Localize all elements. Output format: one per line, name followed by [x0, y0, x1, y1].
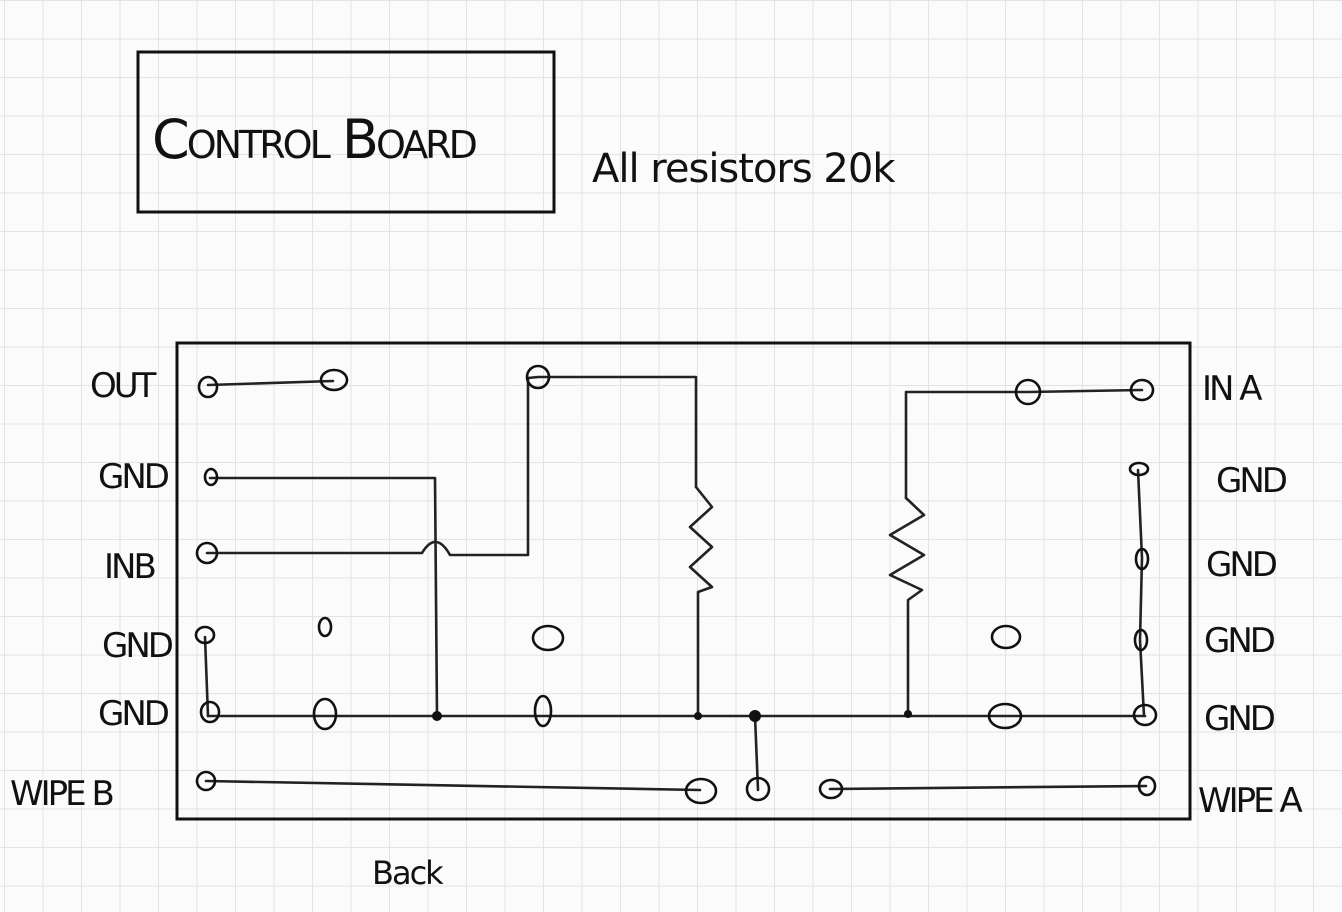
pad-gnd-right-4 [1132, 703, 1158, 727]
pad-wipe-b [195, 770, 217, 792]
pad-gnd-left-1 [203, 467, 219, 487]
right-label-wipe-a: WIPE A [1198, 781, 1302, 821]
footer-back: Back [372, 854, 444, 892]
left-labels: OUT GND INB GND GND WIPE B [10, 366, 176, 814]
pad-wipe-a [1137, 775, 1157, 797]
pad-in-a-jumper [1014, 378, 1042, 406]
right-label-gnd-2: GND [1206, 545, 1277, 585]
pad-unused-1 [317, 616, 333, 638]
wire-wipe-a [828, 784, 1148, 791]
left-label-inb: INB [104, 547, 154, 587]
right-label-gnd-1: GND [1216, 461, 1287, 501]
pad-gnd-right-2 [1134, 547, 1150, 571]
title-box [136, 50, 556, 214]
junction-1 [432, 711, 442, 721]
diagram-title: Control Board [152, 108, 477, 171]
resistor-1 [688, 485, 714, 718]
resistor-2 [888, 496, 926, 718]
pad-out [197, 375, 219, 399]
wire-gnd-crossover [208, 476, 439, 718]
pad-gnd-bus-1 [312, 697, 338, 731]
wire-right-gnd-link [1136, 468, 1146, 718]
junction-2 [694, 712, 702, 720]
pad-unused-2 [531, 624, 565, 652]
wire-in-a [904, 388, 1144, 500]
pad-in-a [1129, 378, 1155, 402]
pad-out-jumper [319, 368, 349, 392]
resistor-note: All resistors 20k [592, 146, 896, 192]
wire-wipe-b [204, 779, 702, 792]
pad-gnd-bus-2 [533, 694, 553, 728]
left-label-gnd-2: GND [102, 626, 173, 666]
junctions [432, 710, 912, 722]
right-label-gnd-4: GND [1204, 699, 1275, 739]
pad-gnd-right-3 [1133, 628, 1149, 652]
pad-wipe-a-start [818, 778, 844, 800]
right-label-gnd-3: GND [1204, 621, 1275, 661]
pad-top-mid [525, 364, 551, 390]
left-label-wipe-b: WIPE B [10, 774, 112, 814]
junction-4 [904, 710, 912, 718]
pads [194, 364, 1158, 805]
left-label-gnd-3: GND [98, 694, 169, 734]
junction-3 [749, 710, 761, 722]
pad-wiper [745, 776, 771, 802]
pad-wipe-b-end [684, 777, 718, 805]
right-labels: IN A GND GND GND GND WIPE A [1198, 369, 1305, 821]
board-outline [175, 341, 1192, 821]
wire-inb [205, 375, 698, 557]
left-label-out: OUT [90, 366, 157, 406]
left-label-gnd-1: GND [98, 457, 169, 497]
pad-unused-3 [990, 624, 1022, 650]
pad-inb [195, 541, 219, 565]
wire-out [206, 379, 335, 387]
pad-gnd-left-3 [199, 700, 221, 724]
pad-gnd-bus-3 [987, 702, 1023, 730]
pad-gnd-right-1 [1128, 461, 1150, 477]
right-label-in-a: IN A [1202, 369, 1262, 409]
pad-gnd-left-2 [194, 625, 216, 645]
